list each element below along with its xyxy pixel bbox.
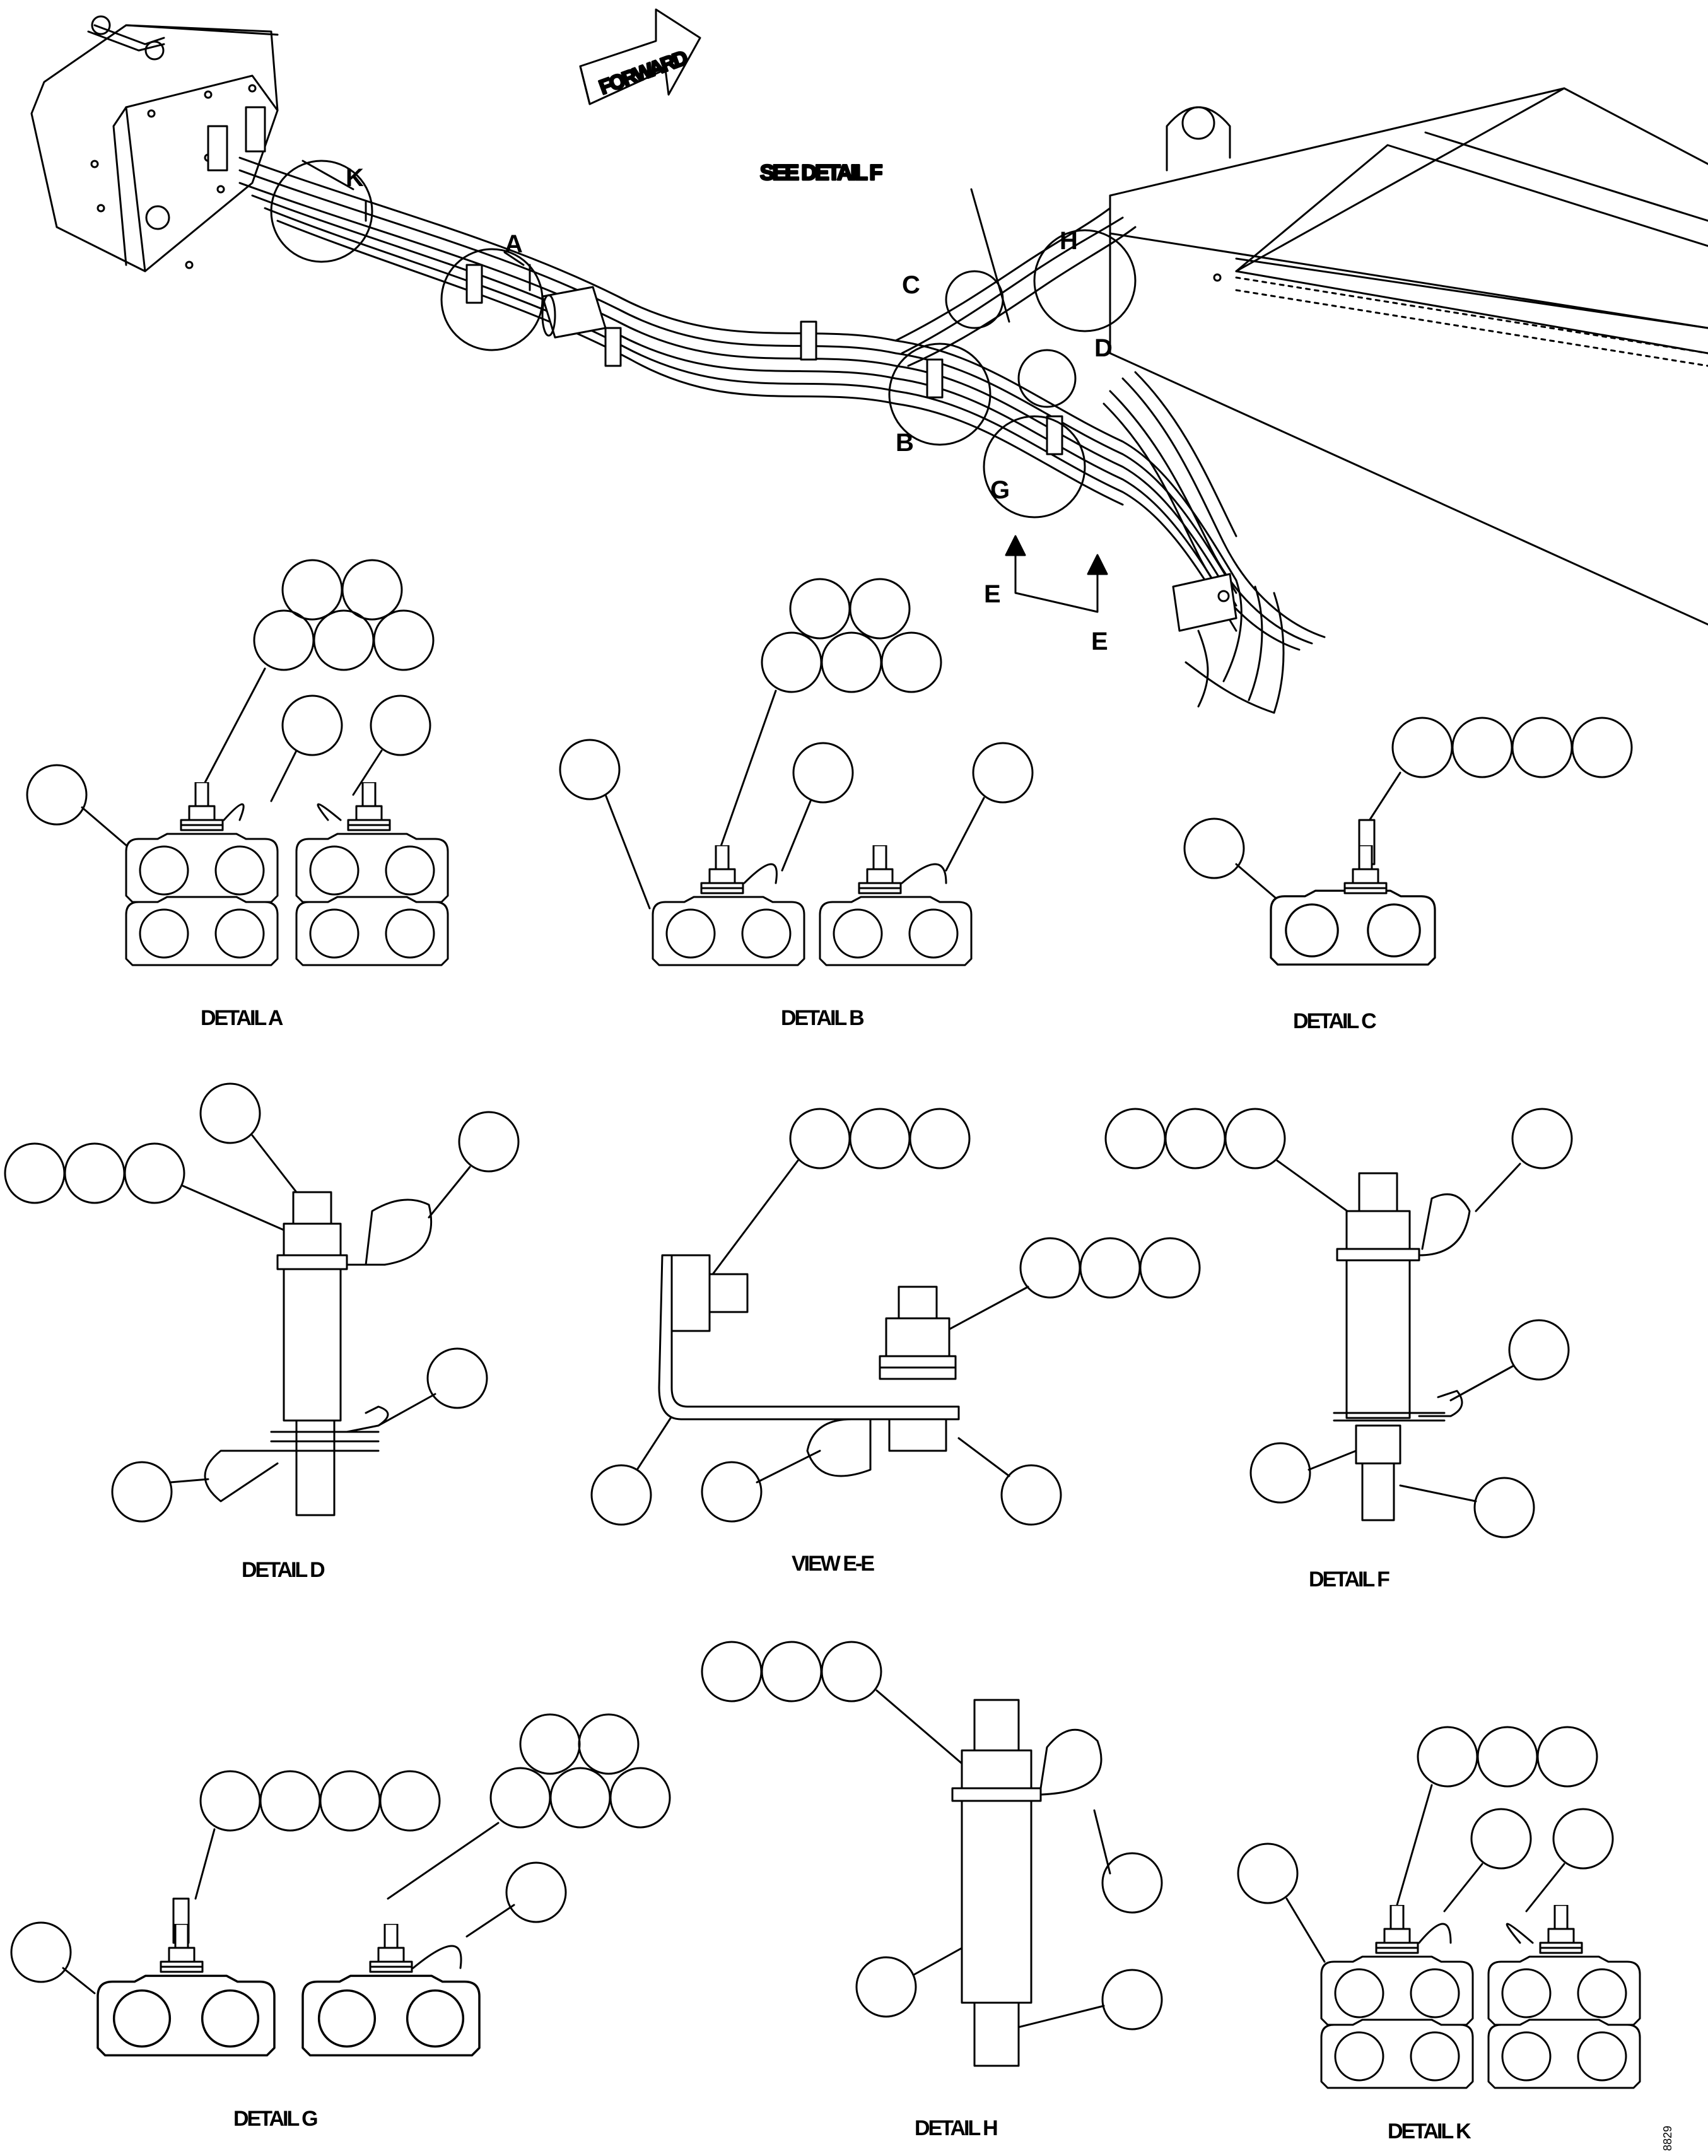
detail-k-label: DETAIL K bbox=[1388, 2119, 1471, 2143]
callout-balloons bbox=[701, 1641, 1163, 2030]
callout-balloons bbox=[590, 1108, 1201, 1526]
svg-text:H: H bbox=[1060, 227, 1078, 255]
svg-text:G: G bbox=[990, 476, 1010, 504]
detail-h-label: DETAIL H bbox=[915, 2116, 997, 2140]
svg-text:E: E bbox=[1091, 628, 1108, 655]
main-view: FORWARD SEE DETAIL F bbox=[30, 8, 1708, 714]
detail-b: DETAIL B bbox=[559, 578, 1034, 1030]
detail-a: DETAIL A bbox=[26, 559, 449, 1030]
callout-letters: K A C H D B G E E bbox=[346, 164, 1113, 655]
callout-balloons bbox=[1183, 717, 1633, 879]
svg-text:C: C bbox=[902, 271, 920, 299]
callout-balloons bbox=[1237, 1726, 1614, 1904]
forward-arrow: FORWARD bbox=[579, 8, 701, 105]
view-e-e: VIEW E-E bbox=[590, 1108, 1201, 1576]
bundle-clamps bbox=[465, 264, 1063, 455]
svg-text:K: K bbox=[346, 164, 364, 192]
see-detail-f-label: SEE DETAIL F bbox=[760, 161, 882, 185]
platform-structure bbox=[1109, 87, 1708, 632]
valve-housing bbox=[30, 15, 279, 272]
svg-text:B: B bbox=[896, 429, 914, 457]
callout-balloons bbox=[559, 578, 1034, 804]
inline-filter bbox=[541, 286, 607, 339]
detail-k: DETAIL K bbox=[1237, 1726, 1641, 2143]
svg-text:D: D bbox=[1094, 334, 1113, 362]
view-e-e-indicator bbox=[1005, 535, 1108, 613]
svg-text:A: A bbox=[505, 230, 523, 258]
figure-id: 8829 bbox=[1661, 2126, 1674, 2151]
callout-balloons bbox=[4, 1082, 520, 1523]
detail-f-label: DETAIL F bbox=[1309, 1567, 1389, 1591]
callout-balloons bbox=[26, 559, 435, 826]
detail-c: DETAIL C bbox=[1183, 717, 1633, 1033]
detail-f: DETAIL F bbox=[1104, 1108, 1573, 1591]
view-e-e-label: VIEW E-E bbox=[792, 1552, 874, 1576]
detail-d: DETAIL D bbox=[4, 1082, 520, 1582]
detail-c-label: DETAIL C bbox=[1293, 1009, 1376, 1033]
detail-d-label: DETAIL D bbox=[242, 1558, 325, 1582]
callout-balloons bbox=[1104, 1108, 1573, 1538]
svg-text:E: E bbox=[984, 580, 1001, 608]
detail-b-label: DETAIL B bbox=[781, 1006, 864, 1030]
detail-g-label: DETAIL G bbox=[233, 2107, 317, 2131]
detail-h: DETAIL H bbox=[701, 1641, 1163, 2140]
callout-balloons bbox=[10, 1713, 671, 1983]
detail-callout-circles bbox=[270, 160, 1137, 518]
detail-g: DETAIL G bbox=[10, 1713, 671, 2131]
detail-a-label: DETAIL A bbox=[201, 1006, 283, 1030]
